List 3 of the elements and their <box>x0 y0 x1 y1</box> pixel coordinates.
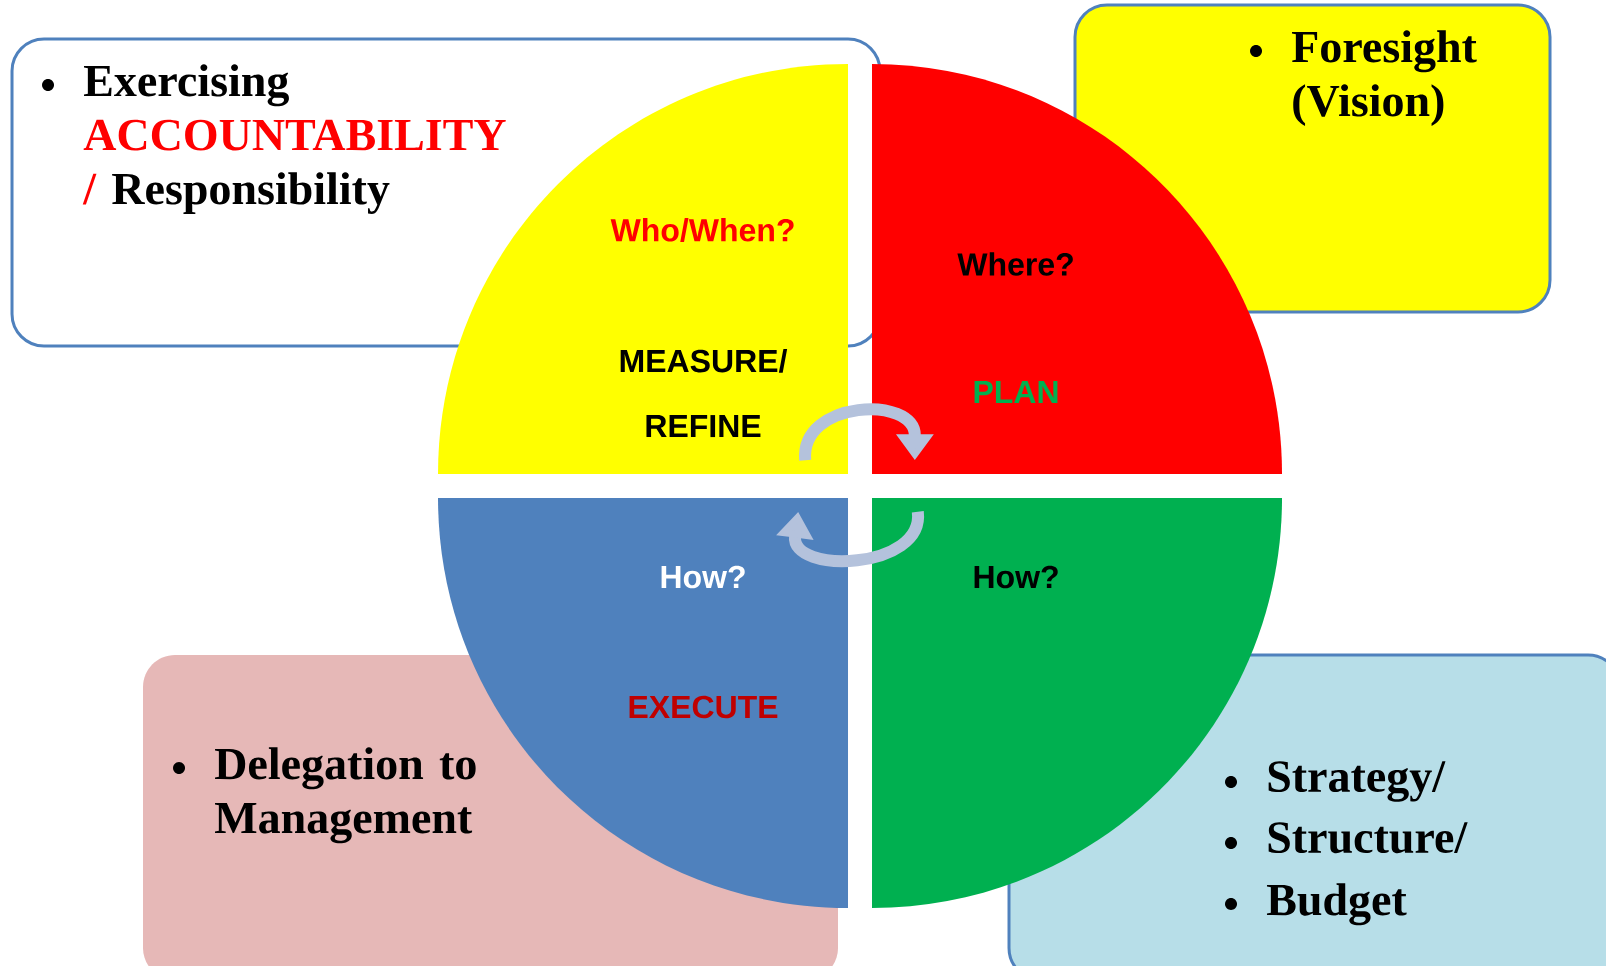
curved-arrow <box>776 511 924 568</box>
pie-slice: Where? PLAN <box>872 64 1282 474</box>
curved-arrow <box>799 403 934 461</box>
